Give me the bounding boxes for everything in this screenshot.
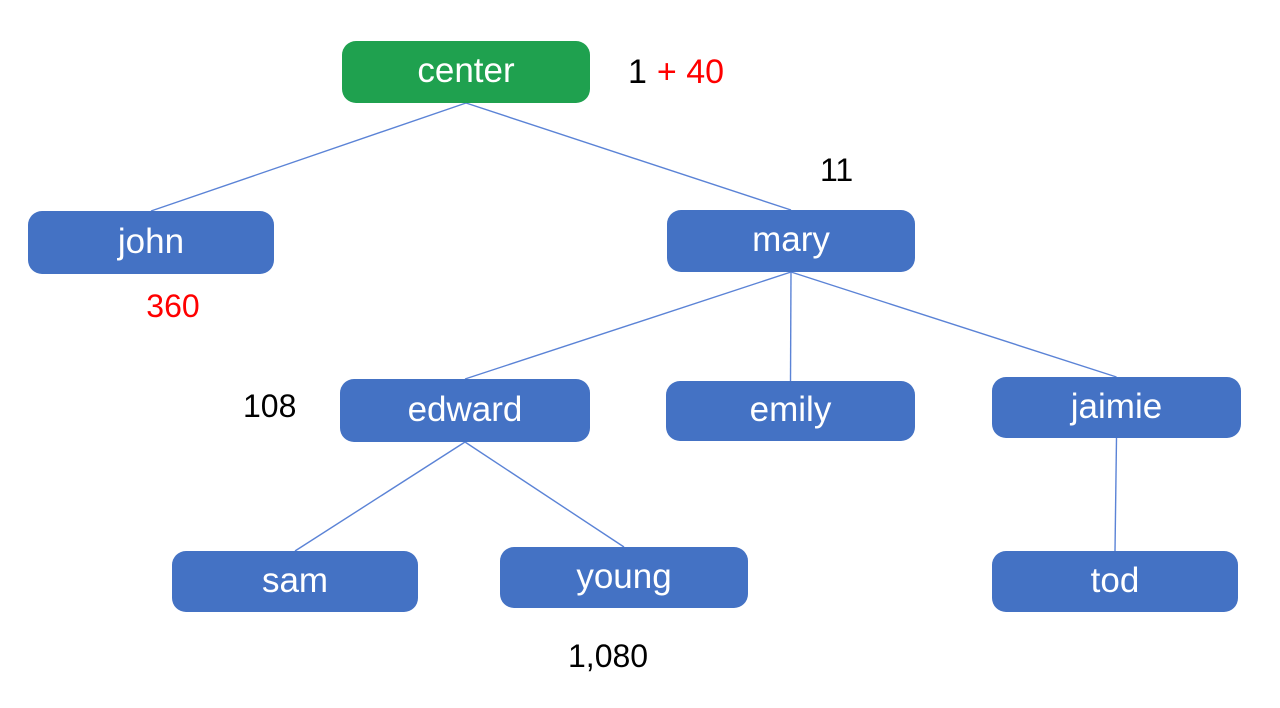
node-edward[interactable]: edward [340, 379, 590, 442]
annotation-john-below: 360 [146, 288, 200, 324]
annotation-root-calc: 1 + 40 [628, 55, 724, 89]
node-tod[interactable]: tod [992, 551, 1238, 612]
node-center[interactable]: center [342, 41, 590, 103]
annotation-mary-above: 11 [820, 152, 854, 188]
annotation-root-calc-black: 1 [628, 53, 647, 91]
node-jaimie[interactable]: jaimie [992, 377, 1241, 438]
node-sam[interactable]: sam [172, 551, 418, 612]
node-emily[interactable]: emily [666, 381, 915, 441]
annotation-young-below: 1,080 [568, 638, 649, 674]
annotation-root-calc-red: + 40 [656, 53, 725, 91]
node-john[interactable]: john [28, 211, 274, 274]
annotation-edward-left: 108 [243, 388, 297, 424]
node-young[interactable]: young [500, 547, 748, 608]
node-mary[interactable]: mary [667, 210, 915, 272]
